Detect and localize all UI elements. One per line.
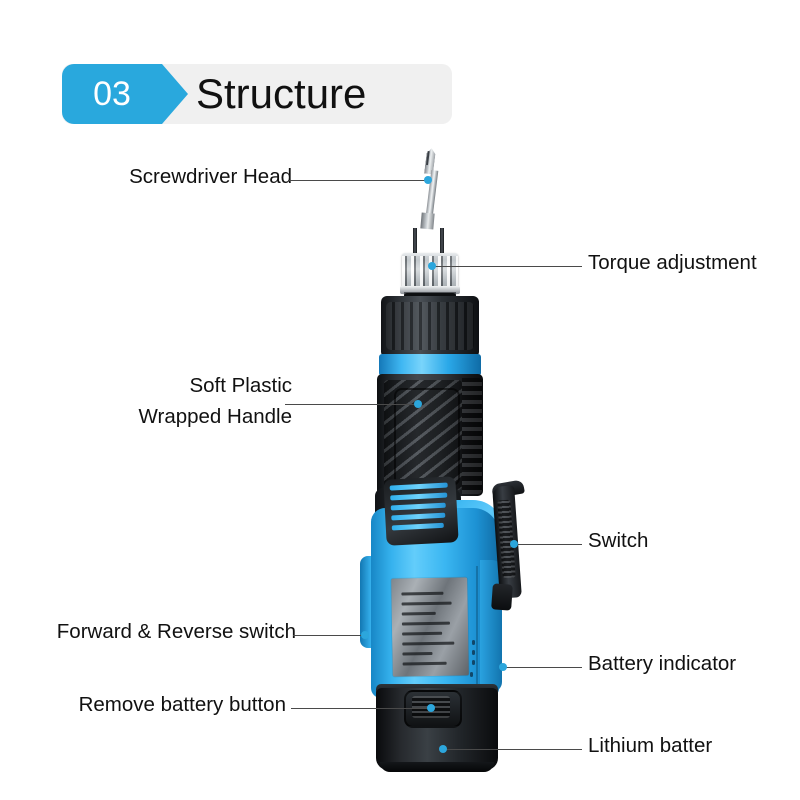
spec-label-text-lines [391, 577, 469, 676]
anchor-dot-screwdriver-head [424, 176, 432, 184]
callout-label-screwdriver-head: Screwdriver Head [129, 165, 292, 188]
body-seam-line [476, 566, 478, 686]
handle-side-ribs [462, 378, 482, 494]
section-number-text: 03 [93, 75, 131, 113]
callout-label-forward-reverse-switch: Forward & Reverse switch [56, 620, 296, 643]
battery-indicator-led-1 [472, 640, 475, 645]
screwdriver-bit-collar [420, 212, 435, 230]
anchor-dot-soft-plastic-handle [414, 400, 422, 408]
anchor-dot-forward-reverse-switch [361, 631, 369, 639]
leader-line-torque-adjustment [434, 266, 582, 267]
leader-line-soft-plastic-handle [285, 404, 418, 405]
callout-label-switch: Switch [588, 529, 649, 552]
leader-line-battery-indicator [506, 667, 582, 668]
spec-text-line [401, 621, 450, 626]
callout-label-torque-adjustment: Torque adjustment [588, 251, 757, 274]
spec-label-plate [391, 577, 469, 677]
spec-text-line [402, 641, 455, 646]
spec-text-line [402, 651, 433, 656]
callout-label-remove-battery-button: Remove battery button [78, 693, 286, 716]
vent-slat [390, 492, 447, 501]
leader-line-screwdriver-head [289, 180, 428, 181]
spec-text-line [402, 661, 447, 666]
torque-collar-ridges [402, 256, 458, 290]
leader-line-switch [518, 544, 582, 545]
spec-text-line [401, 611, 436, 616]
callout-label-soft-plastic-line1: Soft Plastic [189, 374, 292, 397]
anchor-dot-torque-adjustment [428, 262, 436, 270]
vent-slat [390, 502, 446, 511]
vent-slat [391, 512, 445, 521]
page-title: Structure [196, 70, 367, 117]
spec-text-line [401, 591, 444, 596]
anchor-dot-lithium-batter [439, 745, 447, 753]
leader-line-lithium-batter [446, 749, 582, 750]
tool-head-ribs [386, 302, 474, 350]
battery-bottom-edge [380, 762, 494, 772]
callout-label-soft-plastic-line2: Wrapped Handle [138, 405, 292, 428]
leader-line-remove-battery-button [291, 708, 429, 709]
handle-tread-texture [384, 380, 462, 490]
battery-indicator-led-4 [470, 672, 473, 677]
spec-text-line [401, 601, 452, 606]
torque-collar-rim [400, 286, 460, 294]
callout-label-battery-indicator: Battery indicator [588, 652, 737, 675]
badge-arrow-icon [162, 64, 188, 124]
chuck-post-left [413, 228, 417, 260]
anchor-dot-switch [510, 540, 518, 548]
vent-slats [389, 482, 451, 540]
spec-text-line [402, 631, 443, 636]
battery-indicator-led-3 [472, 660, 475, 665]
handle-panel-outline [394, 388, 460, 486]
section-number-badge [62, 64, 162, 124]
blue-accent-ring [379, 354, 481, 376]
switch-foot [491, 583, 513, 611]
vent-slat [391, 522, 444, 531]
tool-head-housing [381, 296, 479, 356]
battery-indicator-led-2 [472, 650, 475, 655]
callout-label-lithium-batter: Lithium batter [588, 734, 713, 757]
chuck-post-right [440, 228, 444, 260]
anchor-dot-remove-battery-button [427, 704, 435, 712]
leader-line-forward-reverse-switch [293, 635, 365, 636]
anchor-dot-battery-indicator [499, 663, 507, 671]
